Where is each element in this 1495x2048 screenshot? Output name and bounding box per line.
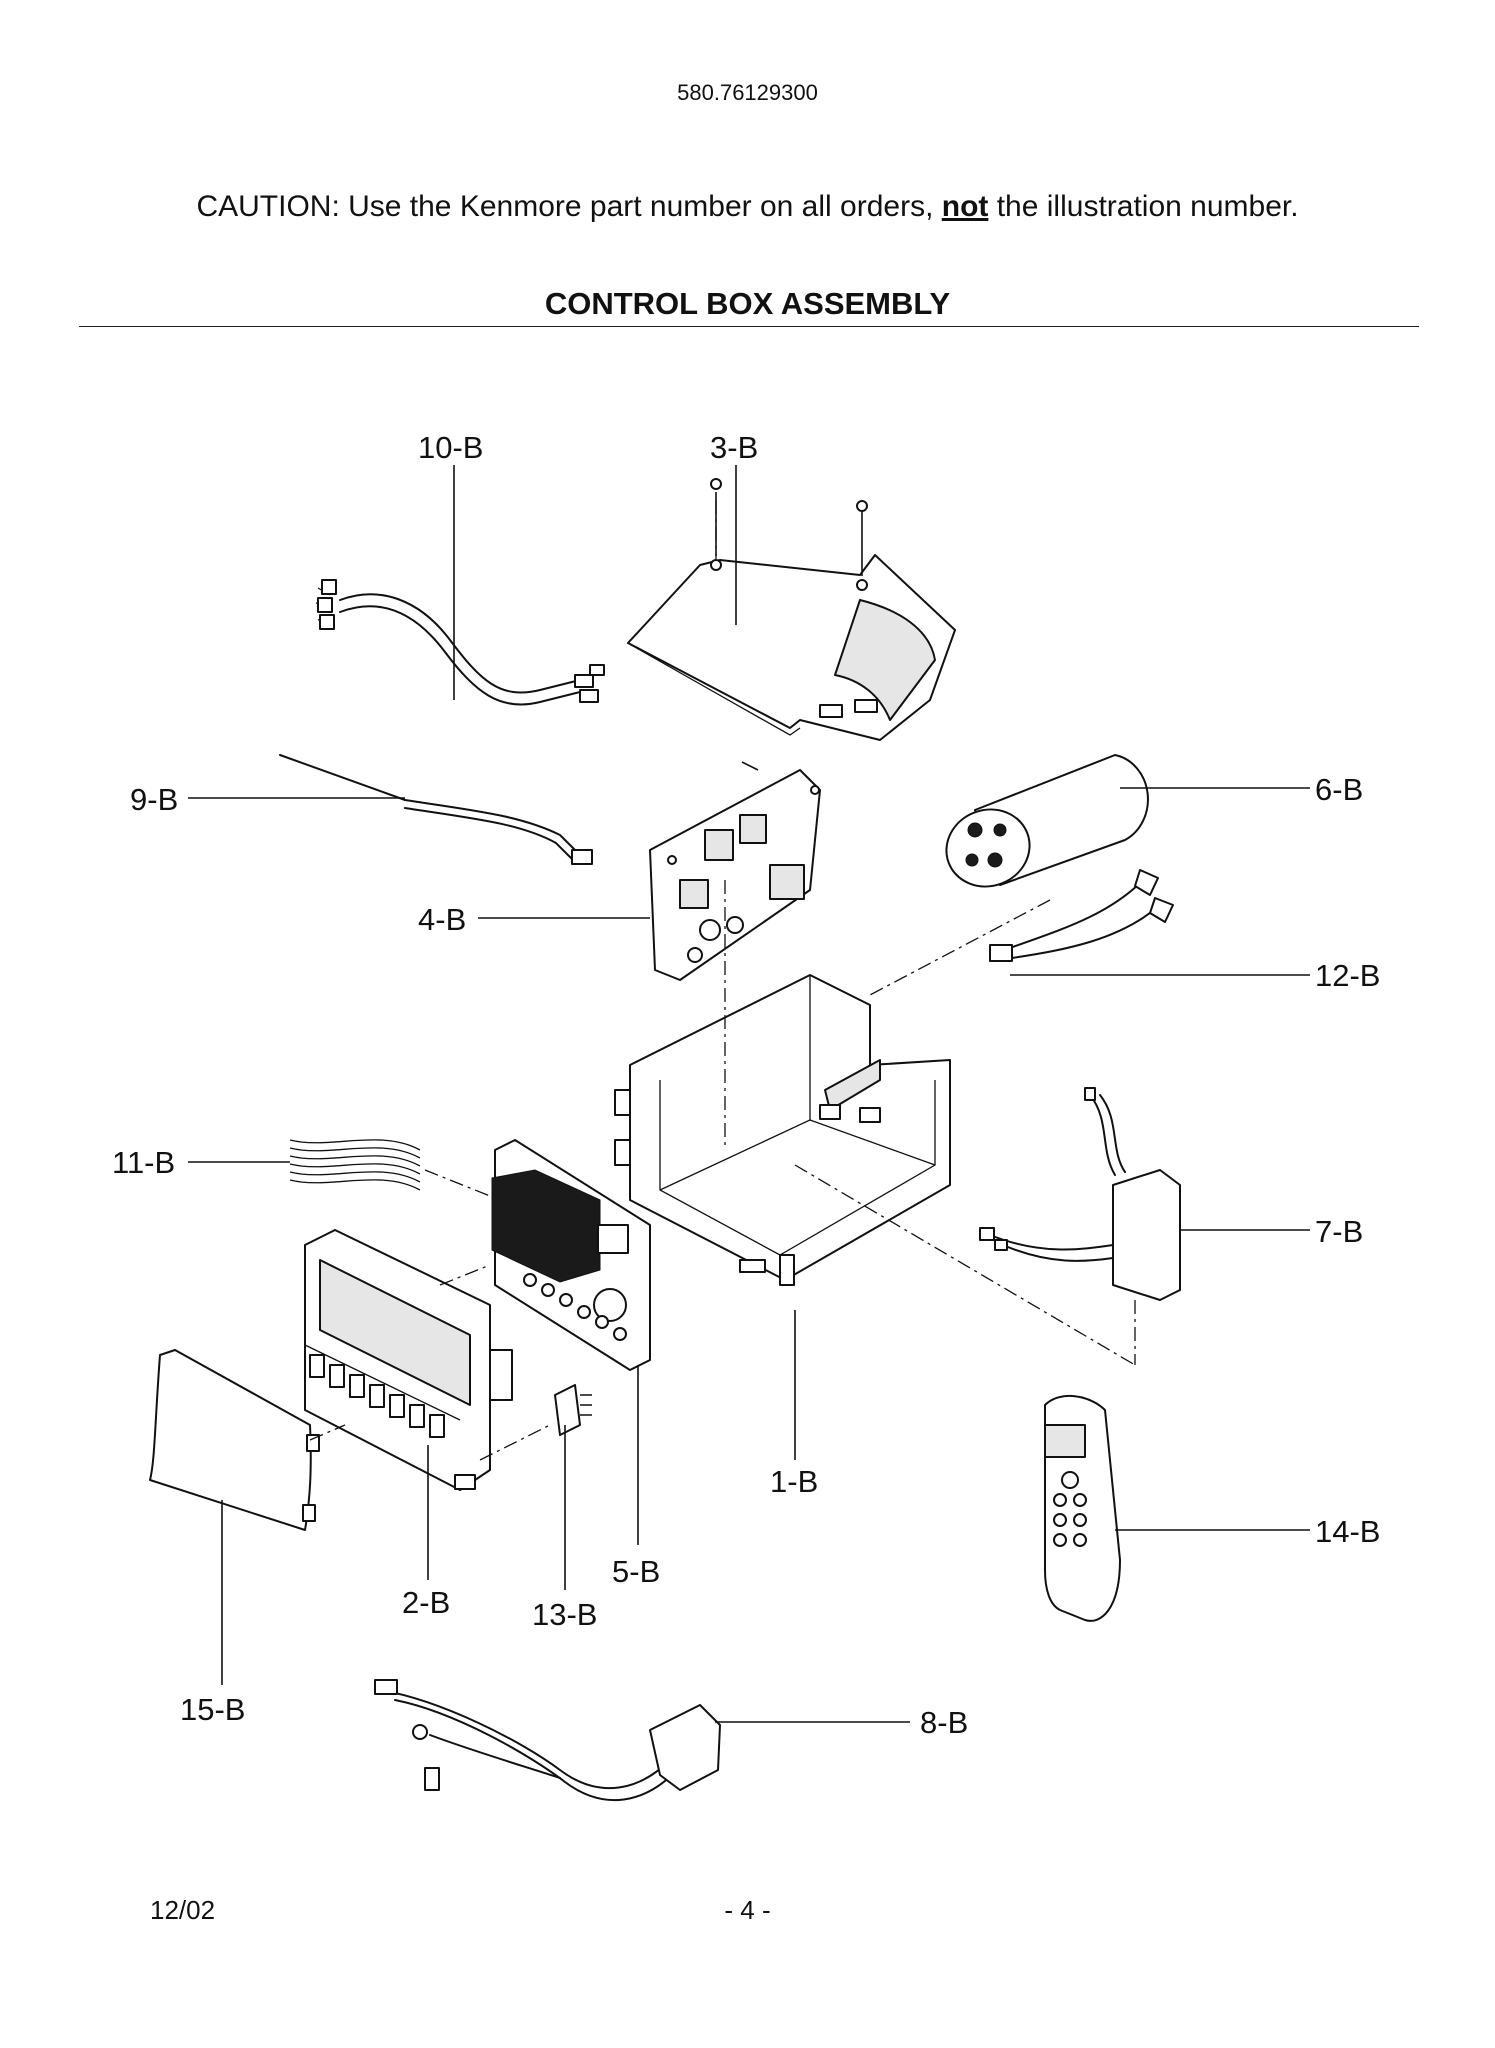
switch-13b [479,1384,592,1461]
model-number: 580.76129300 [677,80,818,105]
front-cover-15b [149,1349,346,1531]
caution-text-start: CAUTION: Use the Kenmore part number on … [196,190,942,223]
callout-2b: 2-B [402,1585,450,1620]
top-cover-3b [627,478,956,741]
callout-9b: 9-B [130,782,178,817]
section-title: CONTROL BOX ASSEMBLY [544,286,951,321]
power-cord-8b [374,1679,721,1802]
sensor-cable-9b [279,754,593,865]
capacitor-6b [945,754,1149,888]
display-pcb-5b [491,1139,651,1371]
page-number: - 4 - [724,1895,771,1925]
callout-5b: 5-B [612,1554,660,1589]
wire-set-12b [989,869,1174,962]
callout-4b: 4-B [418,902,466,937]
callout-12b: 12-B [1315,958,1380,993]
callout-11b: 11-B [112,1145,175,1180]
transformer-7b [794,1087,1181,1366]
caution-text-end: the illustration number. [988,190,1299,223]
control-pcb-4b [649,761,821,981]
wire-harness-10b [315,579,605,706]
callout-8b: 8-B [920,1705,968,1740]
front-panel-2b [304,1229,513,1491]
callout-13b: 13-B [532,1597,597,1632]
title-divider [79,326,1419,327]
caution-notice: CAUTION: Use the Kenmore part number on … [0,190,1495,224]
callout-3b: 3-B [710,430,758,465]
callout-10b: 10-B [418,430,483,465]
callout-15b: 15-B [180,1692,245,1727]
caution-emphasis: not [941,190,989,223]
callout-14b: 14-B [1315,1514,1380,1549]
ribbon-cable-11b [289,1139,501,1201]
control-box-1b [614,880,1051,1286]
callout-1b: 1-B [770,1464,818,1499]
revision-date: 12/02 [150,1895,216,1925]
callout-7b: 7-B [1315,1214,1363,1249]
callout-6b: 6-B [1315,772,1363,807]
remote-control-14b [1044,1394,1121,1622]
leader-lines [188,465,1310,1723]
